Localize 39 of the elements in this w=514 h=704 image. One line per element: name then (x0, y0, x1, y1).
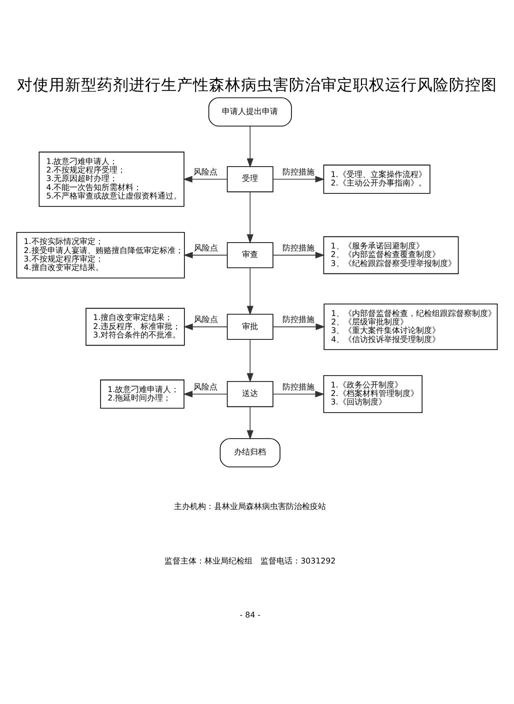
node-box: 1.故意刁难申请人； 2.不按规定程序受理； 3.无原因超时办理； 4.不能一次告知所需材料； 5.不严格审查或故意让虚假资料通过。 (38, 152, 184, 207)
node-box: 1.《政务公开制度》 2.《档案材料管理制度》 3.《回访制度》 (323, 375, 422, 413)
arrow (182, 176, 228, 183)
edge-label: 风险点 (194, 168, 218, 177)
label: - 84 - (240, 610, 260, 620)
node-box: 审批 (226, 314, 274, 340)
edge-label: 防控措施 (282, 315, 315, 324)
arrow (272, 324, 326, 330)
node-box: 1.故意刁难申请人； 2.拖延时间办理； (100, 380, 184, 409)
edge-label: 防控措施 (282, 243, 314, 252)
node-box: 1.不按实际情况审定； 2.接受申请人宴请、贿赂擅自降低审定标准； 3.不按规定程序审定； 4.擅自改变审定结果。 (16, 232, 185, 278)
node-box: 审查 (226, 242, 274, 268)
label: 监督主体：林业局纪检组 监督电话：3031292 (164, 556, 336, 566)
node-box: 送达 (226, 381, 274, 408)
node-box: 申请人提出申请 (208, 97, 292, 126)
edge-label: 风险点 (194, 243, 218, 252)
node-box: 1、《服务承诺回避制度》 2、《内部监督检查覆查制度》 3、《纪检跟踪督察受理举报制度》 (323, 236, 459, 274)
node-box: 1、《内部督监督检查，纪检组跟踪督察制度》 2、《层级审批制度》 3、《重大案件集体讨论制度》 4、《信访投诉举报受理制度》 (324, 304, 498, 350)
arrow (246, 192, 254, 244)
node-box: 1.《受理、立案操作流程》 2.《主动公开办事指南》。 (323, 164, 430, 194)
arrow (183, 252, 228, 258)
edge-label: 风险点 (194, 315, 218, 324)
arrow (272, 390, 325, 398)
label: 主办机构：县林业局森林病虫害防治检疫站 (174, 502, 326, 512)
node-box: 办结归档 (220, 438, 280, 468)
arrow (183, 390, 228, 398)
arrow (183, 324, 228, 330)
arrow (272, 176, 325, 183)
node-box: 受理 (226, 166, 274, 192)
arrow (246, 406, 254, 440)
edge-label: 防控措施 (282, 382, 314, 392)
arrow (246, 339, 254, 383)
arrow (246, 267, 254, 316)
node-box: 1.擅自改变审定结果； 2.违反程序、标准审批； 3.对符合条件的不批准。 (86, 308, 185, 346)
edge-label: 风险点 (194, 382, 218, 392)
edge-label: 防控措施 (282, 168, 314, 177)
arrow (272, 252, 325, 258)
arrow (246, 126, 254, 168)
diagram-title: 对使用新型药剂进行生产性森林病虫害防治审定职权运行风险防控图 (17, 74, 497, 94)
